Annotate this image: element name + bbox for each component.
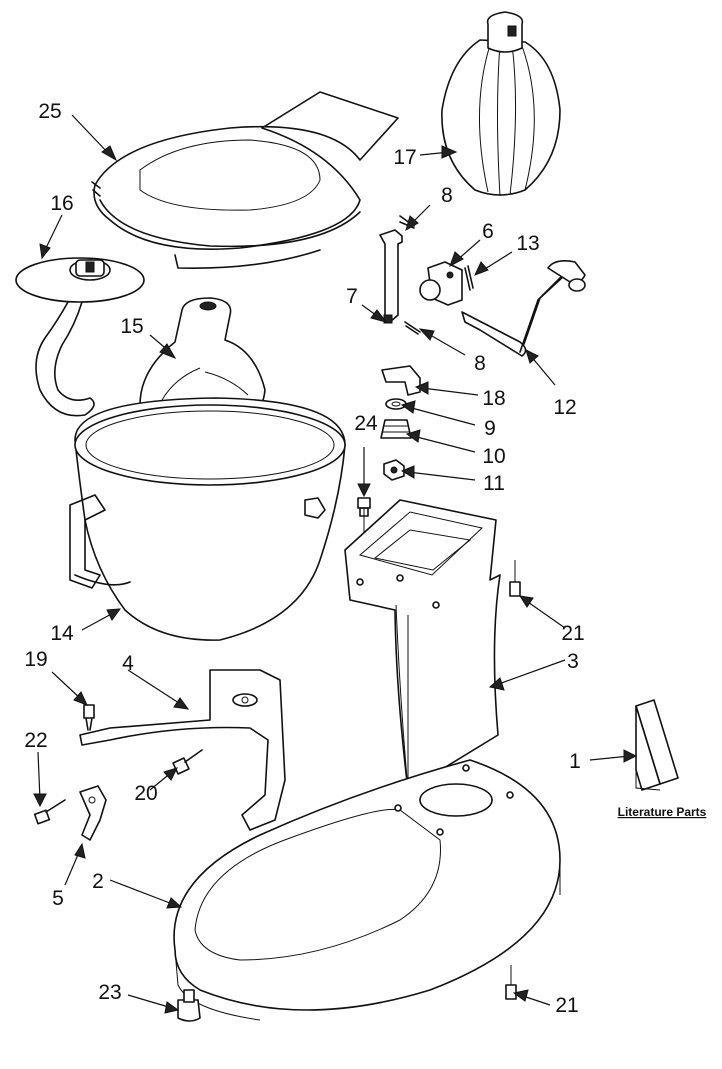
base-part <box>173 759 561 1021</box>
callout-8-upper: 8 <box>441 184 453 207</box>
washer-part <box>385 398 407 410</box>
callout-12: 12 <box>553 396 576 419</box>
dough-hook-part <box>15 257 145 417</box>
callout-22: 22 <box>24 729 47 752</box>
callout-13: 13 <box>516 232 539 255</box>
clip-5-part <box>79 785 107 841</box>
callout-14: 14 <box>50 622 74 645</box>
callout-18: 18 <box>482 387 505 410</box>
pouring-shield-part <box>91 91 399 269</box>
callout-1: 1 <box>569 750 581 773</box>
callout-10: 10 <box>482 445 505 468</box>
callout-5: 5 <box>52 887 64 910</box>
lift-cam-part <box>419 261 463 306</box>
callout-23: 23 <box>98 981 121 1004</box>
spring-part <box>380 419 412 439</box>
screw-22-part <box>33 799 66 825</box>
screw-21-lower-part <box>505 965 517 1000</box>
callout-6: 6 <box>482 220 494 243</box>
callout-25: 25 <box>38 100 61 123</box>
callout-8-lower: 8 <box>474 352 486 375</box>
pin-19-part <box>83 704 95 731</box>
literature-booklet-part <box>635 699 679 791</box>
callout-21-upper: 21 <box>561 622 584 645</box>
bowl-lift-handle-part <box>461 260 586 357</box>
callout-17: 17 <box>393 146 416 169</box>
bowl-support-part <box>79 669 286 831</box>
callout-11: 11 <box>483 472 505 495</box>
callout-24: 24 <box>354 412 378 435</box>
callout-4: 4 <box>122 652 134 675</box>
mixing-bowl-part <box>69 397 346 641</box>
callout-19: 19 <box>24 648 47 671</box>
callout-15: 15 <box>120 315 143 338</box>
callout-labels: 25 16 15 17 8 6 13 7 8 12 18 9 10 24 11 … <box>24 100 706 1017</box>
bowl-lift-rod-part <box>379 229 403 324</box>
literature-parts-label: Literature Parts <box>618 805 707 819</box>
foot-23-part <box>177 989 201 1022</box>
callout-16: 16 <box>50 192 73 215</box>
nut-part <box>383 459 405 481</box>
callout-2: 2 <box>92 870 104 893</box>
screw-20-part <box>172 749 203 775</box>
screw-21-upper-part <box>509 560 521 597</box>
wire-whip-part <box>441 11 561 197</box>
leader-lines <box>33 114 638 1014</box>
callout-9: 9 <box>484 417 496 440</box>
callout-7: 7 <box>346 285 358 308</box>
column-part <box>344 499 501 791</box>
callout-3: 3 <box>567 650 579 673</box>
bracket-part <box>381 365 421 396</box>
pin-lower-part <box>404 321 421 335</box>
cotter-pin-part <box>464 265 474 291</box>
callout-21-lower: 21 <box>555 994 578 1017</box>
callout-20: 20 <box>134 782 157 805</box>
